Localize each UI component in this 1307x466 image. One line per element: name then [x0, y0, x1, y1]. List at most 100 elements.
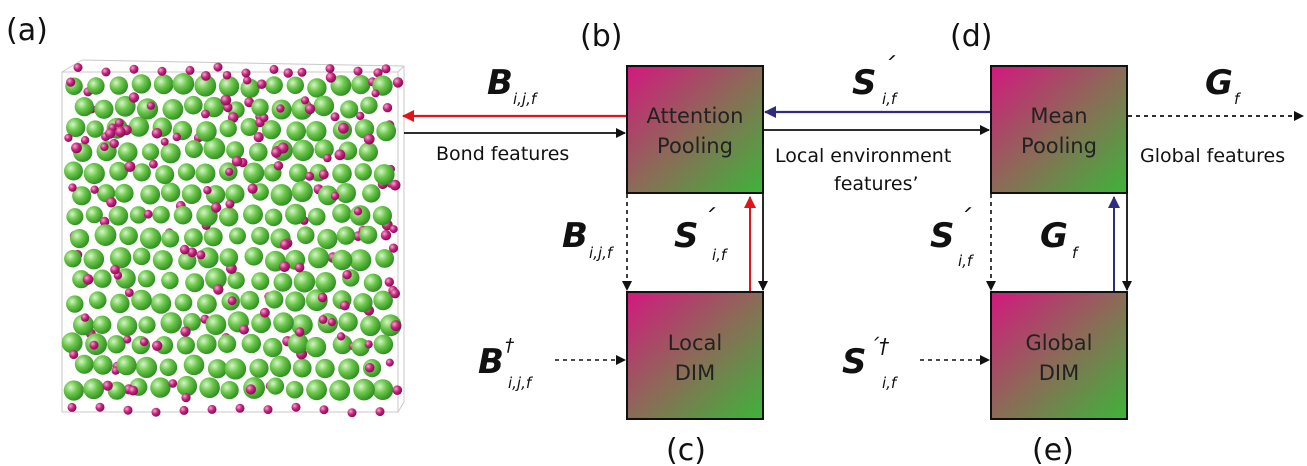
green-atom [353, 293, 373, 313]
green-atom [360, 315, 381, 337]
magenta-atom [231, 156, 243, 167]
green-atom [251, 226, 270, 245]
magenta-atom [187, 247, 198, 258]
attention-pooling-box [626, 65, 764, 194]
magenta-atom [319, 405, 329, 415]
green-atom [176, 336, 195, 355]
green-atom [289, 163, 308, 183]
green-atom [66, 295, 84, 313]
green-atom [218, 76, 240, 97]
magenta-atom [245, 384, 256, 395]
svg-text:i,f: i,f [712, 246, 729, 264]
magenta-atom [179, 405, 189, 415]
magenta-atom [146, 101, 155, 110]
magenta-atom [388, 243, 399, 253]
green-atom [64, 161, 83, 181]
green-atom [266, 377, 285, 395]
magenta-atom [89, 340, 99, 350]
green-atom [219, 248, 239, 267]
green-atom [314, 139, 334, 159]
magenta-atom [99, 216, 110, 227]
green-atom [66, 208, 84, 226]
magenta-atom [80, 313, 90, 322]
magenta-atom [263, 405, 273, 415]
green-atom [85, 206, 103, 224]
green-atom [307, 207, 326, 226]
magenta-atom [123, 335, 132, 344]
green-atom [248, 142, 268, 162]
panel-label-a: (a) [6, 13, 48, 48]
green-atom [63, 380, 84, 401]
magenta-atom [371, 89, 380, 98]
green-atom [109, 76, 128, 95]
green-atom [74, 97, 94, 117]
magenta-atom [180, 326, 191, 337]
green-atom [64, 250, 82, 268]
green-atom [332, 334, 353, 355]
magenta-atom [317, 292, 328, 303]
green-atom [203, 227, 223, 247]
green-atom [131, 74, 152, 94]
green-atom [306, 121, 327, 142]
magenta-atom [213, 62, 223, 72]
magenta-atom [66, 77, 76, 87]
magenta-atom [337, 332, 346, 341]
green-atom [359, 225, 378, 244]
green-atom [373, 164, 395, 185]
magenta-atom [364, 362, 375, 373]
magenta-atom [110, 264, 120, 275]
magenta-atom [69, 350, 79, 360]
green-atom [313, 95, 335, 117]
mean-box-line2: Pooling [1021, 134, 1097, 158]
green-atom [197, 294, 217, 314]
green-atom [354, 163, 372, 181]
green-atom [94, 99, 114, 119]
panel-label-e: (e) [1032, 433, 1074, 466]
magenta-atom [325, 64, 335, 74]
green-atom [372, 206, 392, 226]
magenta-atom [294, 262, 305, 273]
magenta-atom [207, 404, 217, 414]
green-atom [241, 333, 261, 354]
symbol-s-dagger: S ´† i,f [842, 334, 899, 392]
green-atom [353, 378, 375, 401]
magenta-atom [392, 385, 403, 396]
magenta-atom [295, 327, 305, 337]
green-atom [153, 74, 174, 95]
magenta-atom [71, 142, 82, 154]
green-atom [332, 203, 352, 223]
magenta-atom [382, 103, 393, 113]
magenta-atom [227, 296, 237, 306]
green-atom [331, 249, 353, 271]
magenta-atom [104, 128, 116, 139]
magenta-atom [123, 405, 133, 415]
svg-text:†: † [505, 335, 515, 356]
magenta-atom [247, 183, 258, 194]
magenta-atom [390, 320, 402, 332]
svg-text:i,f: i,f [882, 374, 899, 392]
green-atom [203, 137, 226, 160]
magenta-atom [179, 244, 190, 255]
green-atom [152, 205, 170, 224]
magenta-atom [390, 288, 400, 299]
green-atom [375, 249, 394, 268]
green-atom [286, 76, 304, 95]
green-atom [329, 379, 351, 401]
green-atom [207, 359, 228, 379]
magenta-atom [203, 186, 212, 195]
green-atom [354, 119, 375, 139]
green-atom [251, 272, 270, 291]
svg-text:B: B [487, 63, 513, 103]
magenta-atom [353, 207, 363, 216]
svg-text:B: B [478, 342, 504, 382]
green-atom [195, 163, 216, 184]
green-atom [287, 333, 309, 354]
magenta-atom [271, 147, 282, 158]
green-atom [291, 180, 313, 203]
magenta-atom [143, 209, 153, 219]
symbol-g-top: G f [1205, 63, 1242, 108]
magenta-atom [95, 402, 105, 412]
svg-text:f: f [1072, 244, 1080, 262]
green-atom [150, 293, 172, 314]
magenta-atom [124, 288, 134, 297]
